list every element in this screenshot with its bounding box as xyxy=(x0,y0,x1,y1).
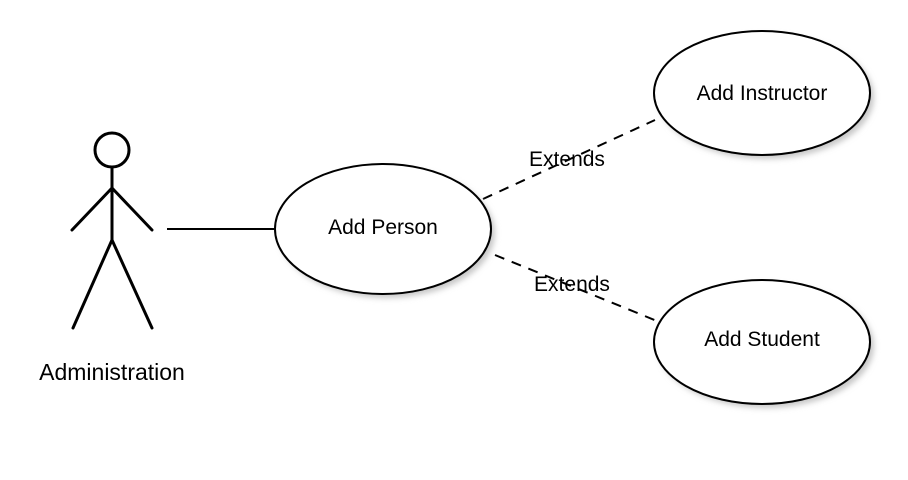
extends-label-instructor: Extends xyxy=(529,148,605,171)
use-case-ellipse xyxy=(653,30,871,156)
use-case-ellipse xyxy=(653,279,871,405)
actor-right-arm xyxy=(110,186,154,232)
use-case-label: Add Instructor xyxy=(697,82,828,105)
use-case-ellipse xyxy=(274,163,492,295)
extends-label-student: Extends xyxy=(534,273,610,296)
stick-figure-icon xyxy=(70,131,154,330)
actor-administration[interactable]: Administration xyxy=(39,131,185,385)
use-case-add-instructor[interactable]: Add Instructor xyxy=(653,30,874,159)
use-case-label: Add Student xyxy=(704,328,820,351)
extend-line-student xyxy=(494,254,658,322)
extend-line-instructor xyxy=(482,119,656,200)
actor-left-leg xyxy=(71,238,114,330)
use-case-label: Add Person xyxy=(328,216,438,239)
actor-left-arm xyxy=(70,186,114,232)
actor-label: Administration xyxy=(39,359,185,385)
use-case-add-student[interactable]: Add Student xyxy=(653,279,874,408)
use-case-add-person[interactable]: Add Person xyxy=(274,163,495,298)
actor-head xyxy=(93,131,131,169)
actor-right-leg xyxy=(110,238,154,330)
